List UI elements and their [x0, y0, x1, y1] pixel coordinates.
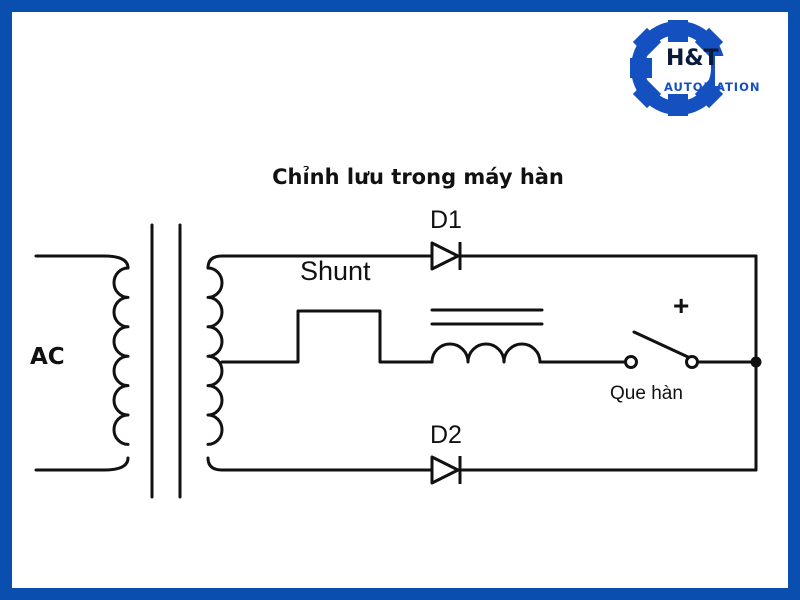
- electrode-label: Que hàn: [610, 383, 683, 404]
- brand-logo: H&T AUTOMATION: [620, 8, 790, 128]
- gear-icon: [630, 20, 785, 116]
- brand-name: H&T: [666, 46, 719, 71]
- diode-d1: [430, 241, 462, 271]
- inductor-coil: [430, 342, 542, 364]
- d2-label: D2: [430, 421, 462, 449]
- wire-top: [206, 254, 434, 270]
- switch-terminal-left: [624, 355, 638, 369]
- wire-bottom: [206, 456, 434, 472]
- switch-blade: [632, 330, 690, 359]
- secondary-winding: [206, 266, 224, 446]
- diagram-title: Chỉnh lưu trong máy hàn: [272, 165, 564, 189]
- primary-lead-bottom: [34, 456, 130, 472]
- shunt-label: Shunt: [300, 256, 371, 286]
- d1-label: D1: [430, 206, 462, 234]
- junction-dot: [750, 356, 762, 368]
- brand-subtitle: AUTOMATION: [664, 80, 761, 94]
- diode-d2: [430, 455, 462, 485]
- primary-lead-top: [34, 254, 130, 270]
- primary-winding: [112, 266, 130, 446]
- plus-label: +: [673, 290, 690, 321]
- ac-label: AC: [30, 344, 65, 370]
- shunt-resistor: [220, 309, 434, 364]
- switch-terminal-right: [685, 355, 699, 369]
